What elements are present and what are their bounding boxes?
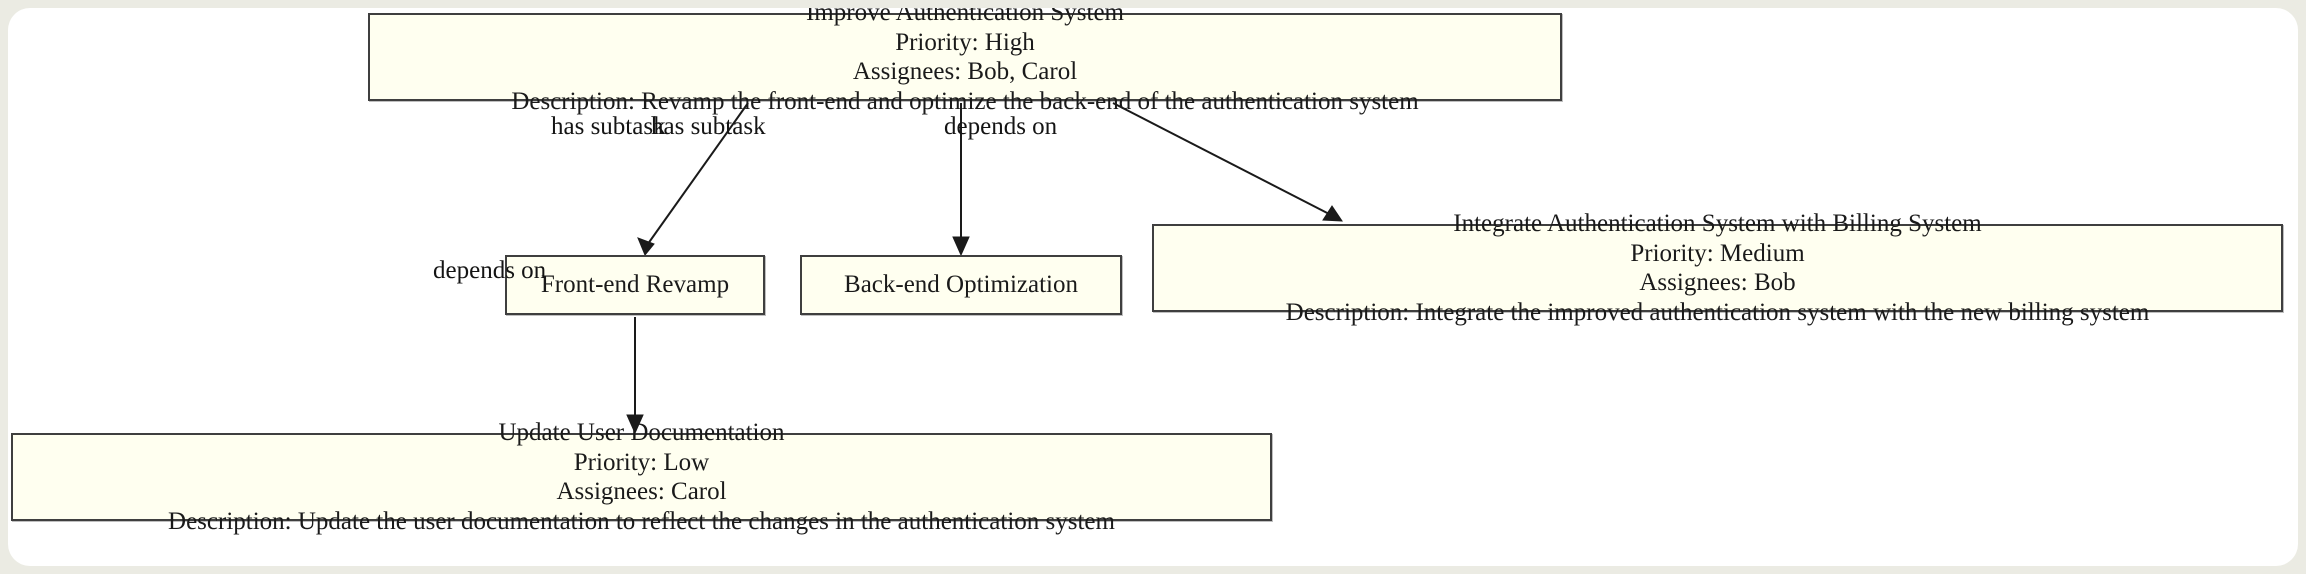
node-priority: Priority: Medium (1630, 239, 1805, 267)
node-title: Update User Documentation (498, 419, 785, 446)
diagram-canvas: Improve Authentication System Priority: … (8, 8, 2298, 566)
node-integrate-authentication-system-with-billing-system[interactable]: Integrate Authentication System with Bil… (1152, 210, 2283, 326)
edge-improve-auth-to-integrate-billing (1112, 102, 1343, 222)
node-priority: Priority: Low (573, 448, 710, 476)
edge-frontend-revamp-to-update-docs (626, 317, 644, 435)
node-priority: Priority: High (895, 28, 1035, 56)
task-dependency-graph: Improve Authentication System Priority: … (8, 8, 2298, 566)
node-update-user-documentation[interactable]: Update User Documentation Priority: Low … (11, 419, 1272, 535)
node-description: Description: Revamp the front-end and op… (511, 87, 1419, 115)
node-title: Back-end Optimization (844, 271, 1078, 299)
edge-label-has-subtask-frontend: has subtask (551, 113, 666, 140)
node-back-end-optimization[interactable]: Back-end Optimization (800, 255, 1122, 315)
node-title: Improve Authentication System (805, 8, 1124, 26)
node-front-end-revamp[interactable]: Front-end Revamp (505, 255, 765, 315)
edge-label-depends-on-integrate-billing: depends on (944, 113, 1058, 140)
node-assignees: Assignees: Carol (556, 478, 727, 505)
node-description: Description: Integrate the improved auth… (1285, 298, 2150, 326)
node-description: Description: Update the user documentati… (168, 507, 1115, 535)
node-improve-authentication-system[interactable]: Improve Authentication System Priority: … (368, 8, 1562, 115)
node-title: Integrate Authentication System with Bil… (1453, 210, 1982, 237)
node-title: Front-end Revamp (540, 271, 730, 299)
edge-label-has-subtask-backend: has subtask (651, 113, 766, 140)
node-assignees: Assignees: Bob (1639, 269, 1796, 296)
node-assignees: Assignees: Bob, Carol (852, 58, 1078, 85)
edge-label-depends-on-update-docs: depends on (433, 257, 547, 284)
